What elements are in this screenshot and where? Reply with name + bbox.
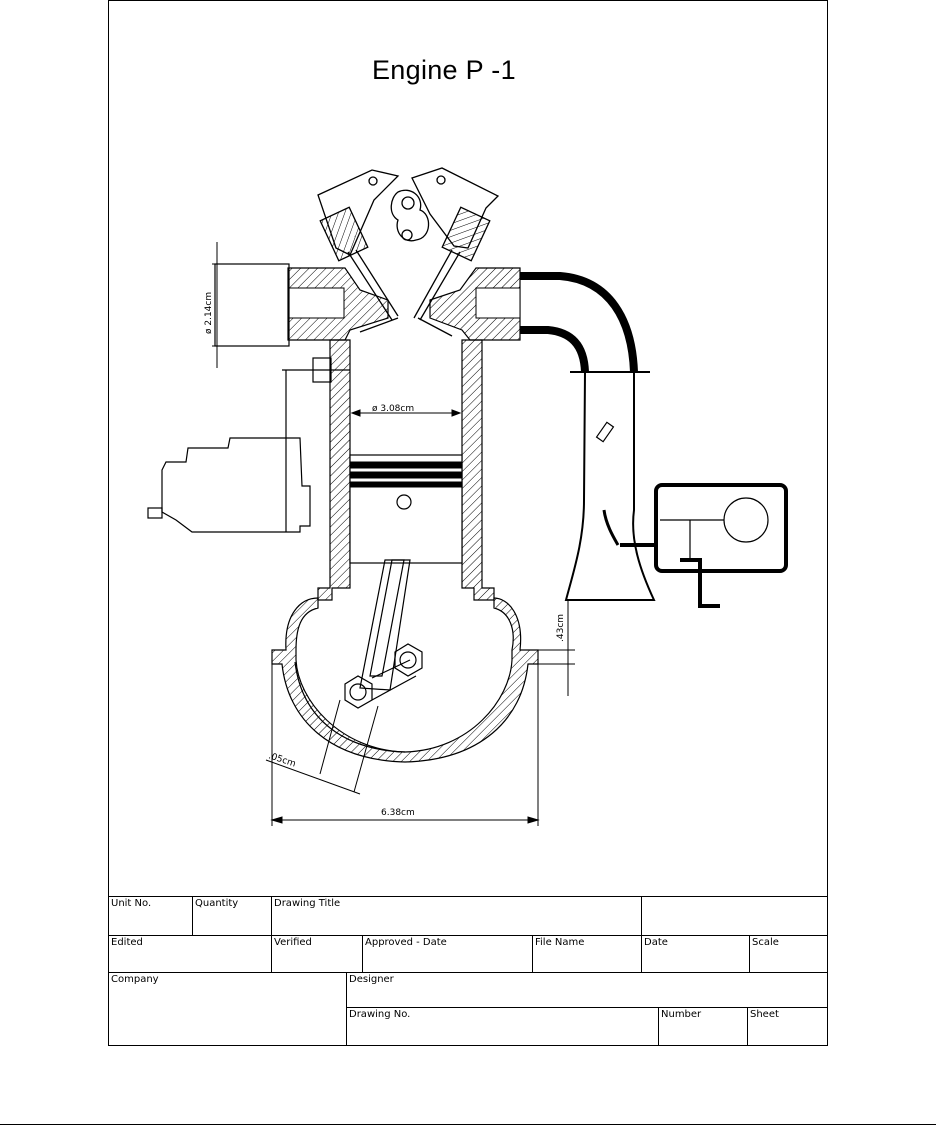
- date-cell: Date: [641, 935, 749, 973]
- company-cell: Company: [108, 972, 346, 1046]
- edited-cell: Edited: [108, 935, 271, 973]
- drawing-no-cell: Drawing No.: [346, 1007, 658, 1046]
- piston: [349, 454, 463, 564]
- valve-train: [317, 167, 500, 337]
- spark-plug: [282, 357, 350, 440]
- designer-cell: Designer: [346, 972, 828, 1007]
- sheet-cell: Sheet: [747, 1007, 828, 1046]
- cylinder-head: [287, 267, 521, 341]
- connecting-rod: [359, 559, 411, 691]
- carburetor: [620, 483, 788, 608]
- quantity-cell: Quantity: [192, 896, 271, 936]
- crank-offset-label: .43cm: [556, 614, 566, 642]
- blank-title-cell: [641, 896, 828, 936]
- approved-date-cell: Approved - Date: [362, 935, 532, 973]
- crankcase-width-label: 6.38cm: [381, 808, 415, 818]
- number-cell: Number: [658, 1007, 747, 1046]
- starter-motor: [147, 437, 311, 533]
- left-valve-spring: [319, 206, 369, 262]
- crankcase: [271, 597, 539, 763]
- port-diameter-label: ø 2.14cm: [204, 292, 214, 334]
- crankshaft: [344, 643, 423, 709]
- dimension-lines: [212, 242, 575, 826]
- intake-port: [214, 263, 290, 347]
- unit-no-cell: Unit No.: [108, 896, 192, 936]
- bore-label: ø 3.08cm: [372, 404, 414, 414]
- verified-cell: Verified: [271, 935, 362, 973]
- drawing-title: Engine P -1: [372, 55, 516, 85]
- exhaust-pipe: [520, 272, 656, 601]
- scale-cell: Scale: [749, 935, 828, 973]
- right-valve-spring: [441, 206, 491, 262]
- file-name-cell: File Name: [532, 935, 641, 973]
- drawing-title-cell: Drawing Title: [271, 896, 641, 936]
